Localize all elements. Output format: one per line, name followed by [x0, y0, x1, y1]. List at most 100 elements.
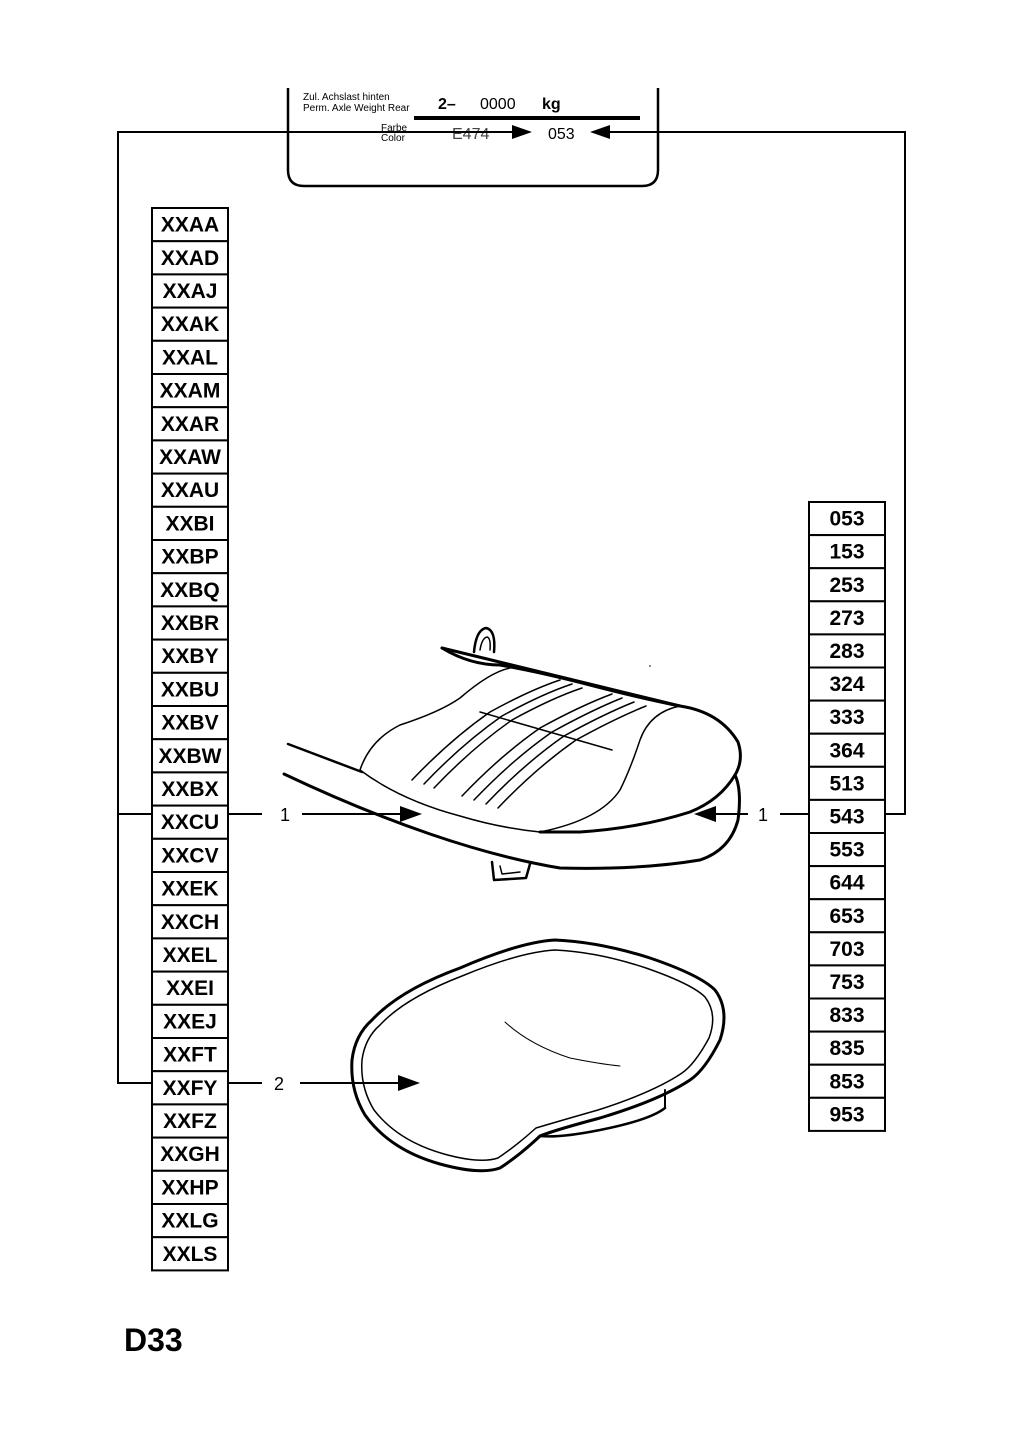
- trim-code: XXLS: [151, 1236, 229, 1272]
- color-code-label: 283: [829, 640, 864, 663]
- trim-code-label: XXEK: [161, 878, 218, 901]
- color-label-en: Color: [381, 133, 406, 144]
- trim-code-label: XXAR: [161, 413, 219, 436]
- arrow-right-icon: [398, 1075, 420, 1091]
- trim-code-label: XXEL: [163, 944, 218, 967]
- trim-code-box: [151, 605, 229, 641]
- axle-value: 0000: [480, 96, 516, 113]
- trim-code: XXEK: [151, 871, 229, 907]
- trim-code-label: XXGH: [160, 1143, 220, 1166]
- color-code: 753: [808, 964, 886, 1000]
- trim-code-label: XXCH: [161, 911, 219, 934]
- trim-code: XXAW: [151, 439, 229, 475]
- trim-code-label: XXAW: [159, 446, 221, 469]
- trim-code-box: [151, 804, 229, 840]
- trim-code-label: XXBP: [161, 546, 218, 569]
- color-code: 953: [808, 1096, 886, 1132]
- trim-code-label: XXEJ: [163, 1010, 217, 1033]
- color-code: 513: [808, 765, 886, 801]
- trim-code-label: XXAL: [162, 346, 218, 369]
- color-code: 835: [808, 1030, 886, 1066]
- trim-code: XXEI: [151, 970, 229, 1006]
- trim-code-box: [151, 1236, 229, 1272]
- color-code-label: 703: [829, 938, 864, 961]
- trim-code: XXBI: [151, 505, 229, 541]
- seat-cushion-illustration: [350, 938, 726, 1173]
- color-code-box: [808, 1063, 886, 1099]
- axle-label-en: Perm. Axle Weight Rear: [303, 103, 410, 114]
- color-code: 053: [808, 501, 886, 537]
- vehicle-plate: Zul. Achslast hinten Perm. Axle Weight R…: [286, 88, 660, 188]
- color-code-box: [808, 865, 886, 901]
- trim-code: XXAU: [151, 472, 229, 508]
- color-code-label: 753: [829, 971, 864, 994]
- trim-code: XXFT: [151, 1037, 229, 1073]
- color-code-label: 273: [829, 607, 864, 630]
- trim-code: XXBP: [151, 539, 229, 575]
- color-code: 324: [808, 666, 886, 702]
- color-code: 283: [808, 633, 886, 669]
- trim-code-label: XXCV: [161, 844, 218, 867]
- trim-code-box: [151, 539, 229, 575]
- trim-code: XXEL: [151, 937, 229, 973]
- color-code: 273: [808, 600, 886, 636]
- trim-code: XXEJ: [151, 1003, 229, 1039]
- arrow-left-icon: [694, 806, 716, 822]
- trim-code-box: [151, 505, 229, 541]
- color-code-label: 364: [829, 739, 864, 762]
- color-code-right: 053: [548, 126, 575, 143]
- trim-code: XXBX: [151, 771, 229, 807]
- color-code-label: 324: [829, 673, 864, 696]
- trim-code-box: [151, 1037, 229, 1073]
- color-code: 833: [808, 997, 886, 1033]
- trim-code: XXBQ: [151, 572, 229, 608]
- color-code-box: [808, 1096, 886, 1132]
- color-code-left: E474: [452, 126, 489, 143]
- color-code-label: 853: [829, 1070, 864, 1093]
- trim-code-label: XXCU: [161, 811, 219, 834]
- color-code: 653: [808, 898, 886, 934]
- trim-code: XXFY: [151, 1070, 229, 1106]
- trim-code: XXBU: [151, 671, 229, 707]
- color-code-box: [808, 666, 886, 702]
- trim-code: XXGH: [151, 1136, 229, 1172]
- trim-code-label: XXAA: [161, 214, 219, 237]
- seat-cover-illustration: [282, 626, 742, 882]
- trim-code-label: XXBR: [161, 612, 219, 635]
- axle-unit: kg: [542, 96, 561, 113]
- color-code-list: 0531532532732833243333645135435536446537…: [808, 501, 886, 1132]
- color-code: 364: [808, 732, 886, 768]
- plate-arrow-left-icon: [590, 125, 610, 139]
- color-code: 333: [808, 699, 886, 735]
- trim-code-label: XXBI: [165, 512, 214, 535]
- callout-number: 2: [274, 1074, 284, 1094]
- trim-code-label: XXAK: [161, 313, 219, 336]
- trim-code: XXCV: [151, 837, 229, 873]
- trim-code-label: XXBW: [159, 745, 222, 768]
- trim-code-box: [151, 871, 229, 907]
- trim-code-label: XXBV: [161, 712, 218, 735]
- color-code: 703: [808, 931, 886, 967]
- trim-code-label: XXAM: [160, 380, 221, 403]
- color-code-box: [808, 600, 886, 636]
- color-code-label: 953: [829, 1103, 864, 1126]
- axle-label-de: Zul. Achslast hinten: [303, 92, 390, 103]
- color-label-de: Farbe: [381, 123, 408, 134]
- trim-code-box: [151, 671, 229, 707]
- trim-code-box: [151, 339, 229, 375]
- trim-code-label: XXFY: [163, 1077, 218, 1100]
- trim-code-box: [151, 472, 229, 508]
- trim-code: XXAD: [151, 240, 229, 276]
- plate-arrow-right-icon: [512, 125, 532, 139]
- color-code-box: [808, 898, 886, 934]
- color-code-label: 333: [829, 706, 864, 729]
- trim-code: XXBR: [151, 605, 229, 641]
- callout-cover-left: 1: [228, 805, 422, 825]
- color-code-box: [808, 1030, 886, 1066]
- trim-code: XXFZ: [151, 1103, 229, 1139]
- trim-code-label: XXBX: [161, 778, 218, 801]
- trim-code: XXBY: [151, 638, 229, 674]
- trim-code-label: XXEI: [166, 977, 214, 1000]
- color-code: 853: [808, 1063, 886, 1099]
